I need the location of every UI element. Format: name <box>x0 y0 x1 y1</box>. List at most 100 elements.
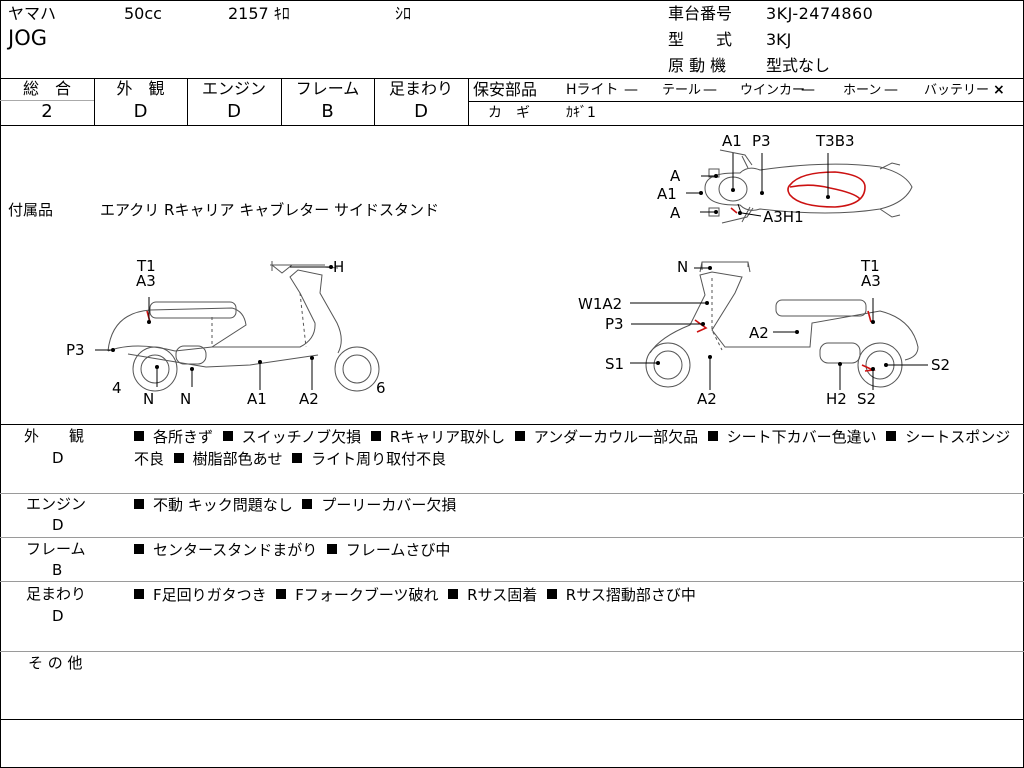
remark-label-exterior: 外 観 <box>24 427 85 445</box>
scooter-diagram: A1 P3 T3B3 A A1 A A3H1 T1 A3 H P3 4 N N … <box>66 132 950 408</box>
leader-points <box>111 174 888 371</box>
diagram-label-group: A1 P3 T3B3 A A1 A A3H1 T1 A3 H P3 4 N N … <box>66 132 950 408</box>
remark-item: Fフォークブーツ破れ <box>271 586 439 604</box>
remark-grade-suspension: D <box>52 607 64 625</box>
diagram-label: A <box>670 167 681 185</box>
safety-label: 保安部品 <box>473 80 538 99</box>
safety-item-horn: ホーン <box>843 83 882 98</box>
remark-list-engine: 不動 キック問題なし プーリーカバー欠損 <box>134 494 1014 516</box>
remark-item: Rキャリア取外し <box>366 428 505 446</box>
key-label: カ ギ <box>488 105 530 121</box>
remark-list-exterior: 各所きず スイッチノブ欠損 Rキャリア取外し アンダーカウル一部欠品 シート下カ… <box>134 426 1014 470</box>
diagram-label: A2 <box>749 324 769 342</box>
diagram-label: N <box>180 390 191 408</box>
grade-header-engine: エンジン <box>201 79 266 98</box>
remark-grade-frame: B <box>52 561 63 579</box>
divider <box>0 125 1024 126</box>
safety-status-winker: — <box>801 82 815 98</box>
divider <box>468 101 1024 102</box>
diagram-label: A1 <box>657 185 677 203</box>
remark-item: Rサス摺動部さび中 <box>542 586 696 604</box>
remark-label-other: そ の 他 <box>28 654 83 672</box>
remark-list-suspension: F足回りガタつき Fフォークブーツ破れ Rサス固着 Rサス摺動部さび中 <box>134 584 1014 606</box>
diagram-label: T3B3 <box>815 132 855 150</box>
grade-frame: B <box>321 101 334 122</box>
grade-overall: 2 <box>41 101 53 122</box>
frame-no: 3KJ-2474860 <box>766 4 874 23</box>
mileage: 2157 ｷﾛ <box>228 4 290 23</box>
remark-item: 不動 キック問題なし <box>134 496 293 514</box>
diagram-label: S1 <box>605 355 624 373</box>
diagram-label: W1A2 <box>578 295 622 313</box>
remark-item: シートスポンジ不良 <box>134 428 1011 468</box>
diagram-label: A2 <box>299 390 319 408</box>
model-name: JOG <box>8 26 47 50</box>
grade-engine: D <box>227 101 241 122</box>
divider <box>0 424 1024 425</box>
diagram-label: A3 <box>861 272 881 290</box>
safety-item-winker: ウインカー <box>740 83 806 98</box>
divider <box>281 78 282 125</box>
divider <box>0 100 94 101</box>
divider <box>468 78 469 125</box>
color: ｼﾛ <box>395 4 412 23</box>
divider <box>0 78 1024 79</box>
diagram-label: H <box>333 258 344 276</box>
diagram-label: T1 <box>136 257 156 275</box>
remark-label-suspension: 足まわり <box>26 585 87 603</box>
divider <box>94 78 95 125</box>
safety-status-battery: × <box>993 82 1005 98</box>
top-view-sketch <box>704 149 913 224</box>
remark-item: F足回りガタつき <box>134 586 267 604</box>
diagram-label: P3 <box>605 315 624 333</box>
remark-item: フレームさび中 <box>322 541 450 559</box>
divider <box>0 537 1024 538</box>
safety-item-headlight: Hライト <box>566 82 619 98</box>
maker: ヤマハ <box>8 4 57 23</box>
diagram-label: A <box>670 204 681 222</box>
divider <box>0 581 1024 582</box>
type-value: 3KJ <box>766 30 792 49</box>
divider <box>187 78 188 125</box>
displacement: 50cc <box>124 4 162 23</box>
engine-model-label: 原 動 機 <box>668 56 727 75</box>
remark-list-frame: センタースタンドまがり フレームさび中 <box>134 539 1014 561</box>
accessories-label: 付属品 <box>8 201 54 219</box>
safety-status-tail: — <box>703 82 717 98</box>
divider <box>0 719 1024 720</box>
diagram-label: S2 <box>857 390 876 408</box>
accessories-list: エアクリ Rキャリア キャブレター サイドスタンド <box>100 201 439 219</box>
type-label: 型 式 <box>668 30 733 49</box>
remark-label-engine: エンジン <box>26 495 87 513</box>
key-value: ｶｷﾞ1 <box>566 105 596 121</box>
diagram-label: P3 <box>66 341 85 359</box>
remark-item: 樹脂部色あせ <box>169 450 283 468</box>
diagram-label: N <box>143 390 154 408</box>
leader-lines <box>95 153 928 390</box>
remark-item: スイッチノブ欠損 <box>218 428 361 446</box>
diagram-label: A3H1 <box>763 208 804 226</box>
diagram-label: A1 <box>247 390 267 408</box>
safety-status-horn: — <box>884 82 898 98</box>
remark-label-frame: フレーム <box>26 540 86 558</box>
grade-suspension: D <box>414 101 428 122</box>
frame-no-label: 車台番号 <box>668 4 733 23</box>
remark-item: アンダーカウル一部欠品 <box>510 428 698 446</box>
remark-grade-engine: D <box>52 516 64 534</box>
remark-item: シート下カバー色違い <box>703 428 877 446</box>
remark-grade-exterior: D <box>52 449 64 467</box>
grade-header-suspension: 足まわり <box>388 79 453 98</box>
safety-item-battery: バッテリー <box>924 83 990 98</box>
remark-item: プーリーカバー欠損 <box>298 496 456 514</box>
diagram-label: P3 <box>752 132 771 150</box>
divider <box>374 78 375 125</box>
grade-header-frame: フレーム <box>295 79 360 98</box>
diagram-label: T1 <box>860 257 880 275</box>
remark-item: ライト周り取付不良 <box>287 450 446 468</box>
diagram-label: N <box>677 258 688 276</box>
diagram-label: H2 <box>826 390 847 408</box>
diagram-label: A2 <box>697 390 717 408</box>
diagram-label: S2 <box>931 356 950 374</box>
safety-item-tail: テール <box>662 83 702 98</box>
diagram-label: 6 <box>376 379 386 397</box>
